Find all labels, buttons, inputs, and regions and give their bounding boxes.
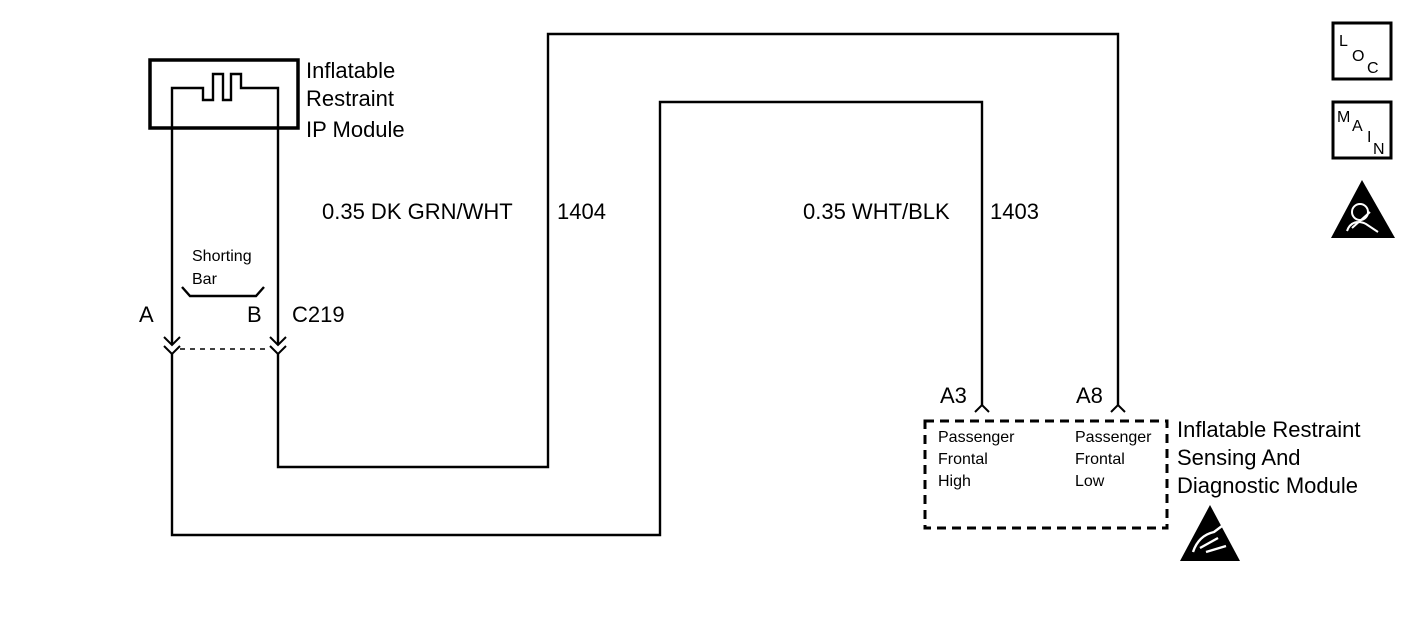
- wire-1404-color-label: 0.35 DK GRN/WHT: [322, 199, 513, 224]
- sdm-module: A3 A8 Passenger Frontal High Passenger F…: [923, 383, 1360, 530]
- ip-module: Inflatable Restraint IP Module: [148, 58, 405, 172]
- sdm-label-line-2: Sensing And: [1177, 445, 1301, 470]
- ip-module-label-line-1: Inflatable: [306, 58, 395, 83]
- airbag-warning-icon[interactable]: [1331, 180, 1395, 238]
- connector-pin-b-symbol-lower: [269, 345, 287, 356]
- sdm-box-dashed: [923, 419, 1169, 530]
- main-letter-n: N: [1373, 141, 1385, 158]
- connector-name-label: C219: [292, 302, 345, 327]
- sdm-label-line-1: Inflatable Restraint: [1177, 417, 1360, 442]
- loc-letter-o: O: [1352, 48, 1364, 65]
- sdm-pin-a8-label: A8: [1076, 383, 1103, 408]
- ip-module-box: [148, 58, 300, 130]
- wire-1404-circuit-label: 1404: [557, 199, 606, 224]
- esd-warning-icon: [1180, 505, 1240, 561]
- ip-module-label-line-3: IP Module: [306, 117, 405, 142]
- wires: 0.35 DK GRN/WHT 1404 0.35 WHT/BLK 1403: [170, 32, 1120, 537]
- connector-pin-a-symbol-lower: [163, 345, 181, 356]
- wire-1403-lower: [170, 100, 984, 537]
- connector-pin-b-label: B: [247, 302, 262, 327]
- sdm-pin-a3-desc-line-3: High: [938, 473, 971, 490]
- main-letter-m: M: [1337, 109, 1350, 126]
- shorting-bar: Shorting Bar: [181, 248, 265, 298]
- sdm-pin-a3-symbol: [974, 403, 990, 413]
- ip-module-contact-shape: [170, 72, 280, 172]
- sdm-pin-a8-desc-line-3: Low: [1075, 473, 1105, 490]
- shorting-bar-symbol: [181, 286, 265, 298]
- loc-letter-c: C: [1367, 60, 1379, 77]
- sdm-label-line-3: Diagnostic Module: [1177, 473, 1358, 498]
- wire-1403-color-label: 0.35 WHT/BLK: [803, 199, 950, 224]
- sdm-pin-a8-symbol: [1110, 403, 1126, 413]
- sdm-pin-a3-label: A3: [940, 383, 967, 408]
- loc-letter-l: L: [1339, 33, 1348, 50]
- sdm-pin-a3-desc-line-2: Frontal: [938, 451, 988, 468]
- wire-1403-circuit-label: 1403: [990, 199, 1039, 224]
- location-icon[interactable]: L O C: [1331, 21, 1393, 81]
- connector-c219: A B C219: [139, 302, 345, 356]
- main-icon[interactable]: M A I N: [1331, 100, 1393, 160]
- ip-module-label-line-2: Restraint: [306, 86, 394, 111]
- main-letter-i: I: [1367, 129, 1371, 146]
- wire-1404-lower: [276, 32, 1120, 469]
- sdm-pin-a3-desc-line-1: Passenger: [938, 429, 1015, 446]
- shorting-bar-label-line-1: Shorting: [192, 248, 252, 265]
- sdm-pin-a8-desc-line-2: Frontal: [1075, 451, 1125, 468]
- sdm-pin-a8-desc-line-1: Passenger: [1075, 429, 1152, 446]
- shorting-bar-label-line-2: Bar: [192, 271, 218, 288]
- connector-pin-a-label: A: [139, 302, 154, 327]
- main-letter-a: A: [1352, 118, 1363, 135]
